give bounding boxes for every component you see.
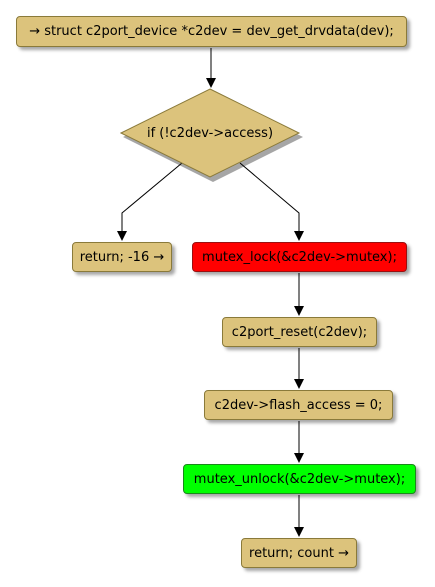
mutex-lock-label: mutex_lock(&c2dev->mutex); xyxy=(202,249,397,265)
edge-decision-to-return-error xyxy=(117,162,183,241)
reset-label: c2port_reset(c2dev); xyxy=(231,324,368,340)
edge-decision-to-mutex-lock xyxy=(239,162,304,241)
flash-access-node: c2dev->flash_access = 0; xyxy=(204,390,393,420)
return-count-label: return; count → xyxy=(249,545,349,561)
reset-node: c2port_reset(c2dev); xyxy=(222,317,377,347)
return-error-label: return; -16 → xyxy=(79,249,165,265)
mutex-lock-node: mutex_lock(&c2dev->mutex); xyxy=(192,242,407,272)
decision-node: if (!c2dev->access) xyxy=(120,88,304,182)
mutex-unlock-label: mutex_unlock(&c2dev->mutex); xyxy=(193,471,406,487)
return-error-node: return; -16 → xyxy=(72,242,172,272)
decision-node-label: if (!c2dev->access) xyxy=(146,125,274,141)
mutex-unlock-node: mutex_unlock(&c2dev->mutex); xyxy=(183,464,416,494)
return-count-node: return; count → xyxy=(241,538,357,568)
start-node-label: → struct c2port_device *c2dev = dev_get_… xyxy=(29,24,394,39)
start-node: → struct c2port_device *c2dev = dev_get_… xyxy=(16,16,407,47)
decision-diamond-shape xyxy=(120,88,303,182)
flash-access-label: c2dev->flash_access = 0; xyxy=(214,397,383,413)
